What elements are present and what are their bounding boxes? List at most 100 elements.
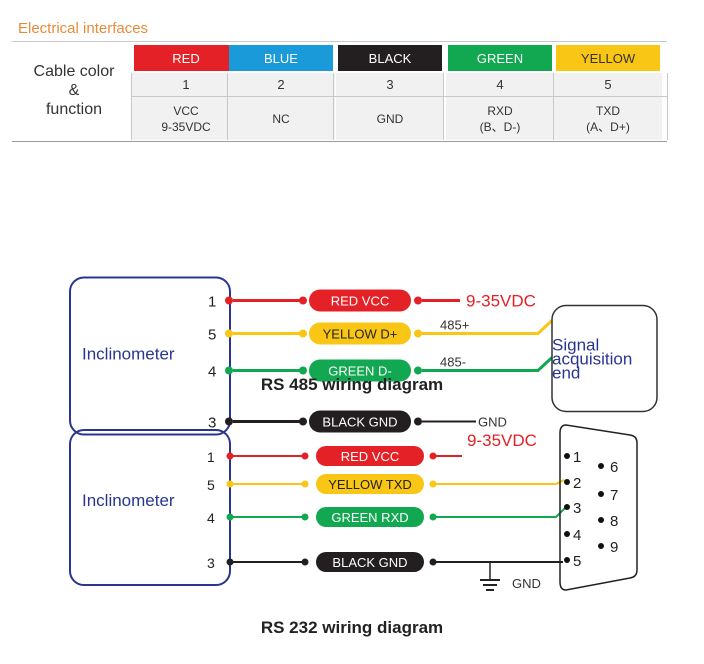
color-header-yellow: YELLOW: [556, 45, 660, 71]
inclinometer-box: [69, 429, 231, 586]
d-plus-label: 485+: [440, 318, 469, 333]
connector-dot: [429, 558, 437, 566]
wire-label-pill: [316, 552, 424, 572]
pin-number-cell: 4: [446, 73, 554, 96]
pin-number: 1: [207, 449, 215, 465]
db9-pin-dot: [564, 504, 570, 510]
wire-end-dot: [226, 480, 234, 488]
connector-dot: [414, 296, 422, 305]
function-cell: GND: [336, 97, 444, 140]
table-col-divider: [667, 73, 668, 140]
supply-label: 9-35VDC: [466, 292, 536, 311]
wire-label: RED VCC: [331, 294, 390, 309]
signal-acquisition-label: acquisition: [552, 350, 632, 369]
function-cell: TXD (A、D+): [554, 97, 662, 140]
db9-pin-number: 8: [610, 513, 618, 530]
gnd-label: GND: [512, 576, 541, 591]
signal-acquisition-label: Signal: [552, 336, 599, 355]
table-col-divider: [553, 73, 554, 140]
wire-end-dot: [226, 452, 234, 460]
table-col-divider: [227, 73, 228, 140]
wire-segment: [436, 479, 565, 485]
connector-dot: [414, 417, 422, 426]
section-title: Electrical interfaces: [18, 20, 149, 37]
connector-dot: [429, 513, 437, 521]
db9-pin-dot: [598, 517, 604, 523]
db9-pin-dot: [564, 453, 570, 459]
wire-end-dot: [225, 366, 233, 375]
pin-number: 3: [208, 415, 216, 432]
db9-pin-number: 6: [610, 459, 618, 476]
rs485-diagram: Inclinometer 1 RED VCC 5 YELLOW D+ 4 GREEN D- 3…: [69, 276, 658, 436]
inclinometer-label: Inclinometer: [82, 345, 175, 364]
wire-label: YELLOW TXD: [328, 477, 412, 492]
table-col-divider: [443, 73, 444, 140]
supply-label: 9-35VDC: [467, 431, 537, 450]
color-header-red: RED: [134, 45, 238, 71]
db9-pin-dot: [598, 543, 604, 549]
db9-connector-outline: [559, 424, 638, 591]
wire-label-pill: [316, 507, 424, 527]
wire-segment: [422, 356, 554, 372]
row-label-line: function: [45, 101, 103, 118]
function-cell: VCC 9-35VDC: [132, 97, 240, 140]
connector-dot: [414, 329, 422, 338]
connector-dot: [299, 296, 307, 305]
db9-pin-dot: [598, 491, 604, 497]
gnd-label: GND: [478, 415, 507, 430]
wire-label: YELLOW D+: [323, 327, 398, 342]
table-bottom-rule: [12, 141, 667, 142]
signal-acquisition-box: [551, 304, 658, 413]
connector-dot: [301, 480, 309, 488]
connector-dot: [301, 513, 309, 521]
row-label: Cable color & function: [18, 62, 130, 119]
wire-label: BLACK GND: [332, 555, 407, 570]
wire-label-pill: [309, 289, 411, 312]
inclinometer-box: [69, 276, 231, 436]
db9-pin-dot: [598, 463, 604, 469]
wire-label: RED VCC: [341, 449, 400, 464]
pin-number: 5: [207, 477, 215, 493]
wire-end-dot: [226, 513, 234, 521]
row-label-line: Cable color: [33, 63, 115, 80]
wire-label-pill: [309, 359, 411, 382]
db9-pin-number: 4: [573, 527, 581, 544]
pin-number-cell: 3: [336, 73, 444, 96]
wire-label: GREEN D-: [328, 364, 392, 379]
function-cell: RXD (B、D-): [446, 97, 554, 140]
db9-pin-number: 7: [610, 487, 618, 504]
pin-number-cell: 5: [554, 73, 662, 96]
color-header-black: BLACK: [338, 45, 442, 71]
connector-dot: [299, 417, 307, 426]
rs232-caption: RS 232 wiring diagram: [260, 618, 444, 637]
connector-dot: [299, 366, 307, 375]
pin-number: 4: [207, 510, 215, 526]
pin-number: 5: [208, 327, 216, 344]
connector-dot: [301, 558, 309, 566]
db9-pin-number: 1: [573, 449, 581, 466]
db9-pin-dot: [564, 479, 570, 485]
pin-number-cell: 2: [227, 73, 335, 96]
row-label-line: &: [68, 82, 80, 99]
connector-dot: [429, 452, 437, 460]
db9-pin-number: 9: [610, 539, 618, 556]
wire-end-dot: [225, 417, 233, 426]
pin-number: 1: [208, 294, 216, 311]
wire-label-pill: [309, 322, 411, 345]
connector-dot: [299, 329, 307, 338]
pin-number: 3: [207, 555, 215, 571]
pin-number: 4: [208, 364, 216, 381]
color-header-blue: BLUE: [229, 45, 333, 71]
db9-pin-number: 5: [573, 553, 581, 570]
pin-number-cell: 1: [132, 73, 240, 96]
function-cell: NC: [227, 97, 335, 140]
db9-pin-dot: [564, 531, 570, 537]
db9-pin-number: 3: [573, 500, 581, 517]
wire-label-pill: [316, 446, 424, 466]
wire-label-pill: [309, 410, 411, 433]
wire-label-pill: [316, 474, 424, 494]
connector-dot: [429, 480, 437, 488]
table-row-divider: [131, 96, 667, 97]
wire-end-dot: [225, 296, 233, 305]
